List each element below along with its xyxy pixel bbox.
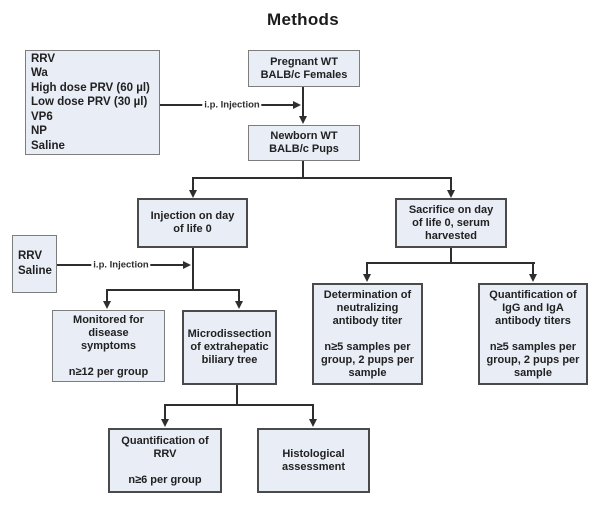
box-text-line: VP6 bbox=[31, 110, 53, 123]
box-text-line: Injection on day bbox=[150, 210, 235, 222]
box-text-line: sample bbox=[514, 366, 552, 379]
connector-line bbox=[236, 385, 238, 406]
box-text-line: sample bbox=[348, 366, 387, 379]
box-text-line: IgG and IgA bbox=[502, 301, 564, 314]
connector-line bbox=[192, 177, 194, 191]
box-text-line: group, 2 pups per bbox=[321, 353, 414, 366]
box-text-line: assessment bbox=[282, 460, 345, 473]
box-text-line: neutralizing bbox=[336, 301, 399, 314]
box-text-line: RRV bbox=[153, 447, 177, 460]
arrowhead bbox=[235, 301, 243, 309]
box-text-line: biliary tree bbox=[201, 354, 258, 366]
box-text-line: NP bbox=[31, 125, 47, 138]
box-text-line: Quantification of bbox=[121, 434, 209, 447]
box-text-line: harvested bbox=[425, 229, 477, 242]
arrowhead bbox=[103, 301, 111, 309]
connector-line bbox=[450, 248, 452, 264]
arrowhead bbox=[183, 261, 191, 269]
rrv-saline-box: RRV Saline bbox=[12, 235, 57, 293]
box-text-line: Monitored for bbox=[73, 313, 144, 326]
box-text-line bbox=[482, 328, 584, 341]
arrowhead bbox=[161, 419, 169, 427]
arrowhead bbox=[447, 190, 455, 198]
box-text-line: RRV bbox=[18, 250, 43, 262]
box-text-line: Saline bbox=[18, 265, 52, 277]
arrowhead bbox=[189, 190, 197, 198]
box-text-line: Determination of bbox=[323, 288, 412, 301]
box-text-line: of extrahepatic bbox=[190, 341, 269, 353]
connector-line bbox=[302, 161, 304, 179]
box-text-line: Sacrifice on day bbox=[408, 203, 494, 216]
box-text-line: High dose PRV (60 µl) bbox=[31, 81, 150, 94]
page-title: Methods bbox=[267, 10, 339, 29]
box-text-line: n≥5 samples per bbox=[489, 340, 577, 353]
box-text-line: n≥6 per group bbox=[128, 473, 202, 486]
box-text-line: group, 2 pups per bbox=[486, 353, 580, 366]
box-text-line bbox=[55, 353, 162, 366]
box-text-line: Quantification of bbox=[489, 288, 577, 301]
box-text-line: n≥5 samples per bbox=[324, 340, 411, 353]
box-text-line: Pregnant WT bbox=[270, 55, 338, 68]
connector-line bbox=[192, 177, 452, 179]
box-text-line: Newborn WT bbox=[270, 130, 338, 142]
connector-line bbox=[312, 404, 314, 420]
arrowhead bbox=[529, 274, 537, 282]
box-text-line: of life 0, serum bbox=[412, 216, 490, 229]
connector-line bbox=[192, 248, 194, 291]
connector-line bbox=[106, 289, 240, 291]
box-text-line: RRV bbox=[31, 52, 56, 65]
connector-line bbox=[164, 404, 314, 406]
box-text-line: disease bbox=[88, 326, 129, 339]
box-text-line: of life 0 bbox=[173, 223, 212, 235]
box-text-line: symptoms bbox=[80, 339, 137, 352]
connector-line bbox=[302, 87, 304, 117]
box-text-line: antibody titers bbox=[495, 314, 571, 327]
box-text-line: Wa bbox=[31, 67, 48, 80]
connector-line bbox=[366, 262, 368, 275]
ip-injection-label-left: i.p. Injection bbox=[91, 259, 151, 271]
arrowhead bbox=[293, 101, 301, 109]
box-text-line: Microdissection bbox=[187, 328, 272, 340]
ip-injection-label-top: i.p. Injection bbox=[202, 99, 262, 111]
box-text-line: BALB/c Pups bbox=[269, 143, 339, 155]
box-text-line: Saline bbox=[31, 139, 65, 152]
box-text-line bbox=[112, 461, 218, 474]
box-text-line: Histological bbox=[282, 447, 345, 460]
box-text-line: BALB/c Females bbox=[260, 68, 348, 81]
connector-line bbox=[164, 404, 166, 420]
box-text-line bbox=[316, 328, 419, 341]
box-text-line: antibody titer bbox=[332, 314, 403, 327]
arrowhead bbox=[309, 419, 317, 427]
arrowhead bbox=[299, 116, 307, 124]
connector-line bbox=[238, 289, 240, 302]
connector-line bbox=[450, 177, 452, 191]
connector-line bbox=[106, 289, 108, 302]
connector-line bbox=[532, 262, 534, 275]
box-text-line: n≥12 per group bbox=[68, 365, 149, 378]
arrowhead bbox=[363, 274, 371, 282]
box-text-line: Low dose PRV (30 µl) bbox=[31, 96, 148, 109]
connector-line bbox=[366, 262, 535, 264]
